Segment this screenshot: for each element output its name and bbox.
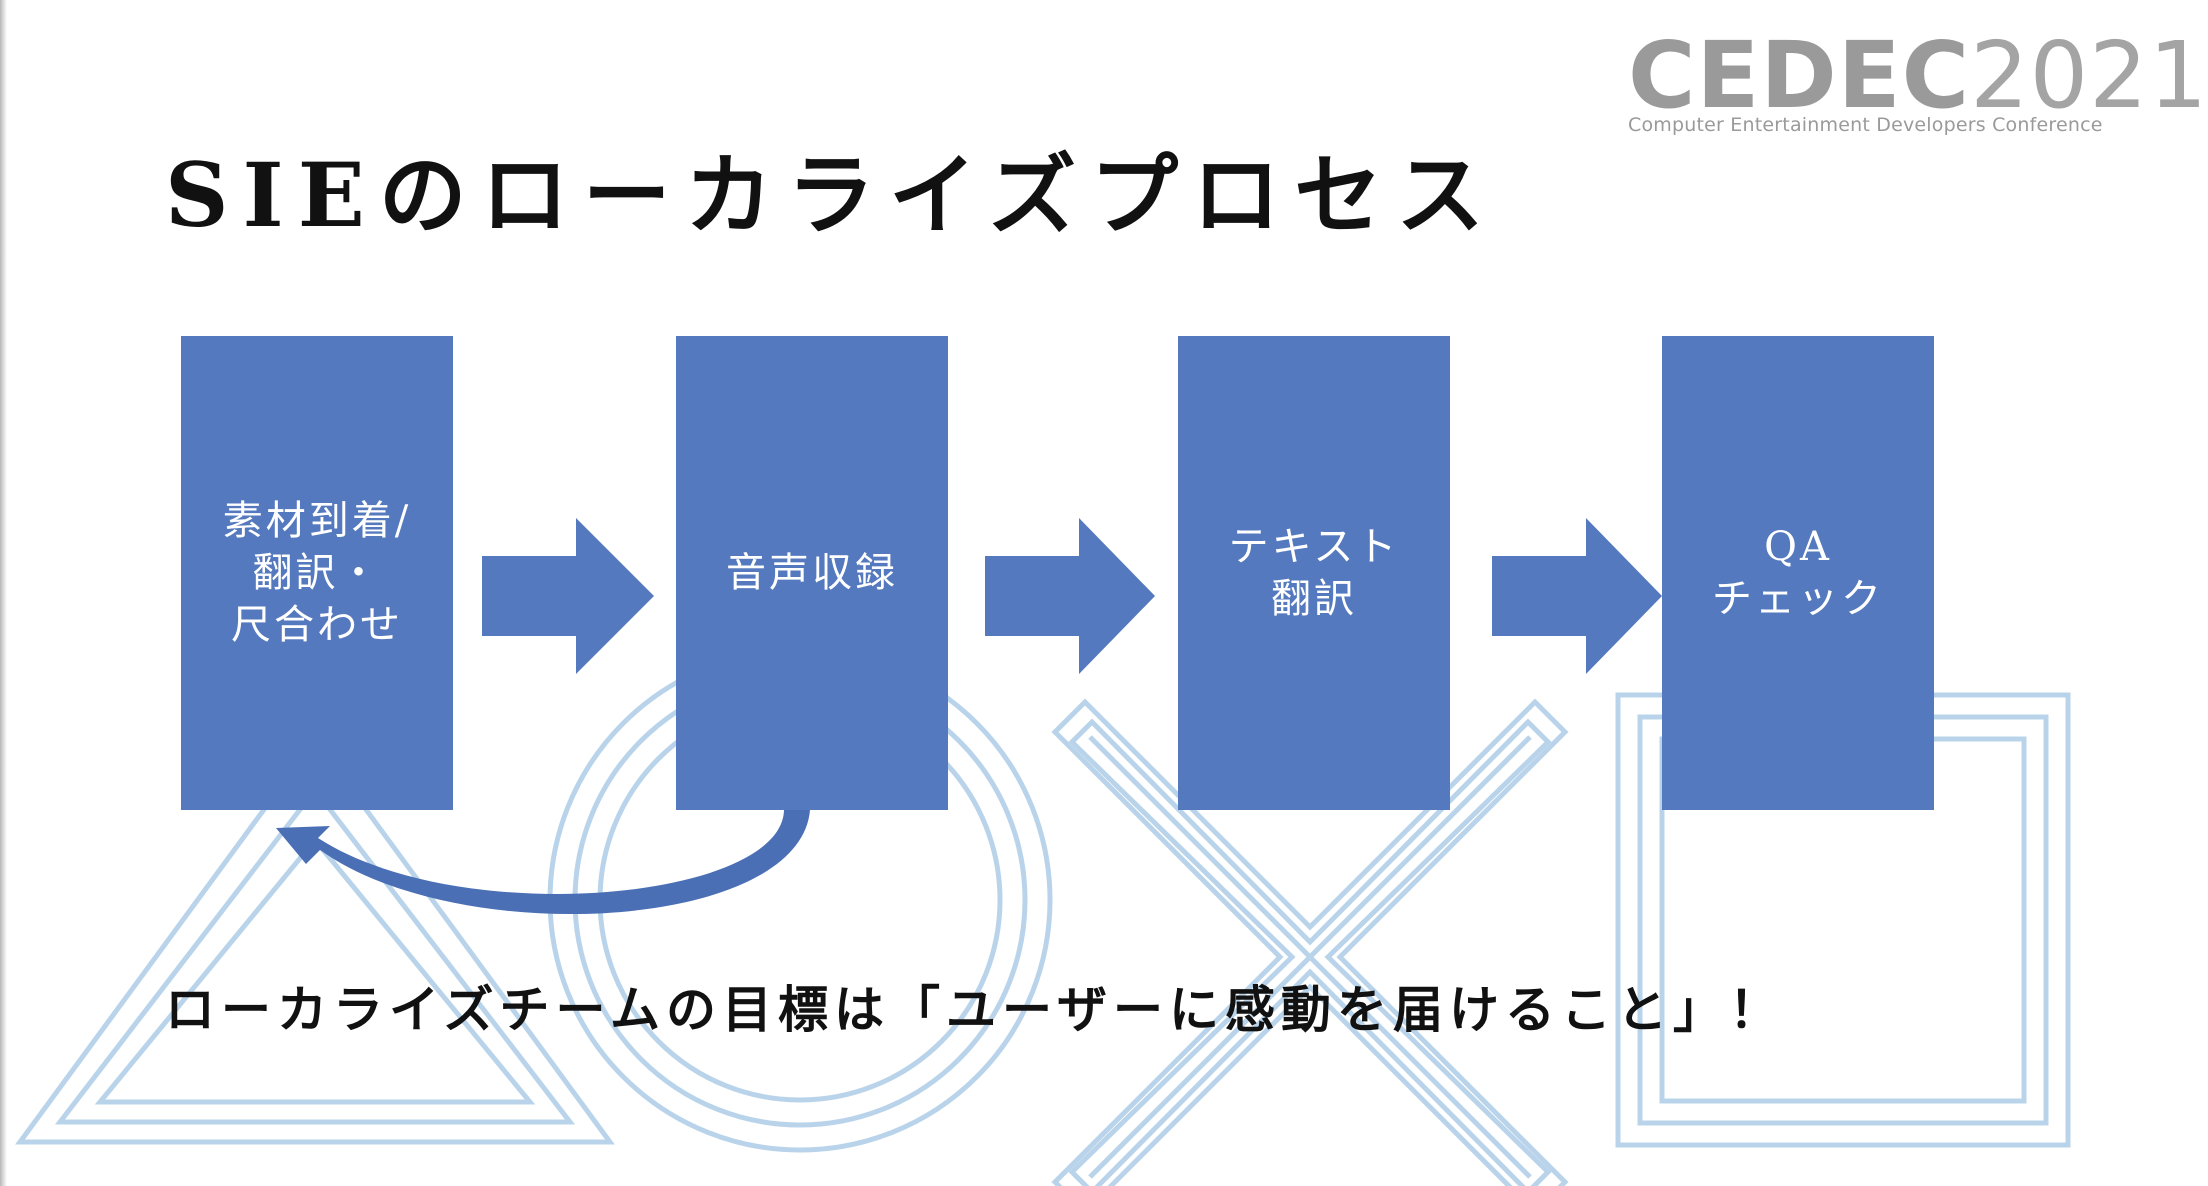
- arrow-right-icon: [985, 518, 1155, 674]
- slide-graphics: [15, 518, 2071, 1186]
- step-box-1: 素材到着/ 翻訳・ 尺合わせ: [181, 336, 453, 810]
- goal-statement: ローカライズチームの目標は「ユーザーに感動を届けること」！: [165, 980, 1785, 1039]
- step-box-4: QA チェック: [1662, 336, 1934, 810]
- logo-subtitle: Computer Entertainment Developers Confer…: [1628, 114, 2103, 136]
- cedec-logo: CEDEC2021: [1628, 30, 2208, 122]
- step-label: 音声収録: [726, 550, 898, 596]
- step-box-2: 音声収録: [676, 336, 948, 810]
- slide-edge: [0, 0, 7, 1186]
- loop-back-arrow-icon: [276, 810, 810, 915]
- cross-watermark-icon: [1051, 698, 1569, 1186]
- logo-year: 2021: [1970, 22, 2208, 129]
- step-label: QA チェック: [1712, 524, 1884, 622]
- logo-name: CEDEC: [1628, 22, 1971, 129]
- step-label: テキスト 翻訳: [1228, 524, 1400, 622]
- arrow-right-icon: [482, 518, 654, 674]
- step-label: 素材到着/ 翻訳・ 尺合わせ: [222, 498, 412, 648]
- arrow-right-icon: [1492, 518, 1662, 674]
- slide-title: SIEのローカライズプロセス: [165, 143, 1499, 247]
- triangle-watermark-icon: [15, 735, 615, 1145]
- step-box-3: テキスト 翻訳: [1178, 336, 1450, 810]
